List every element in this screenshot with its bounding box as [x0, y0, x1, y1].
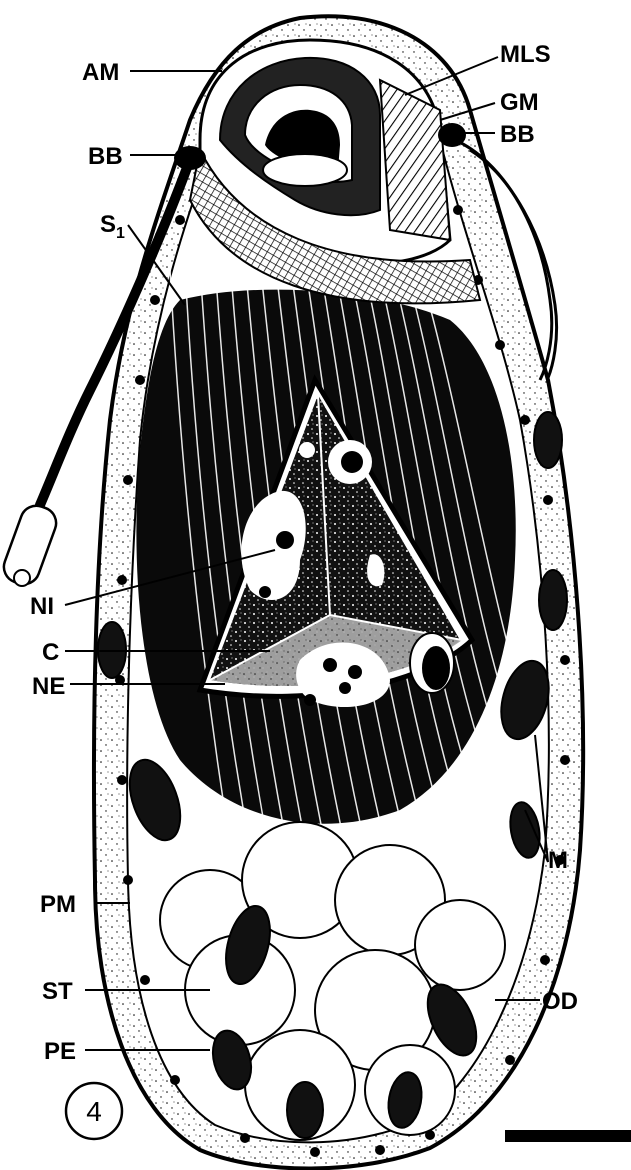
- scale-bar: [505, 1130, 631, 1142]
- figure-number: 4: [86, 1096, 102, 1127]
- flagellum-cross-section: [14, 570, 30, 586]
- label-ne: NE: [32, 673, 65, 700]
- label-m: M: [548, 847, 568, 874]
- label-pm: PM: [40, 891, 76, 918]
- label-pe: PE: [44, 1038, 76, 1065]
- label-am: AM: [82, 59, 119, 86]
- label-c: C: [42, 639, 59, 666]
- label-bb-right: BB: [500, 121, 535, 148]
- label-mls: MLS: [500, 41, 551, 68]
- label-s1: S1: [100, 211, 125, 242]
- label-st: ST: [42, 978, 73, 1005]
- label-od: OD: [542, 988, 578, 1015]
- label-bb-left: BB: [88, 143, 123, 170]
- label-ni: NI: [30, 593, 54, 620]
- label-gm: GM: [500, 89, 539, 116]
